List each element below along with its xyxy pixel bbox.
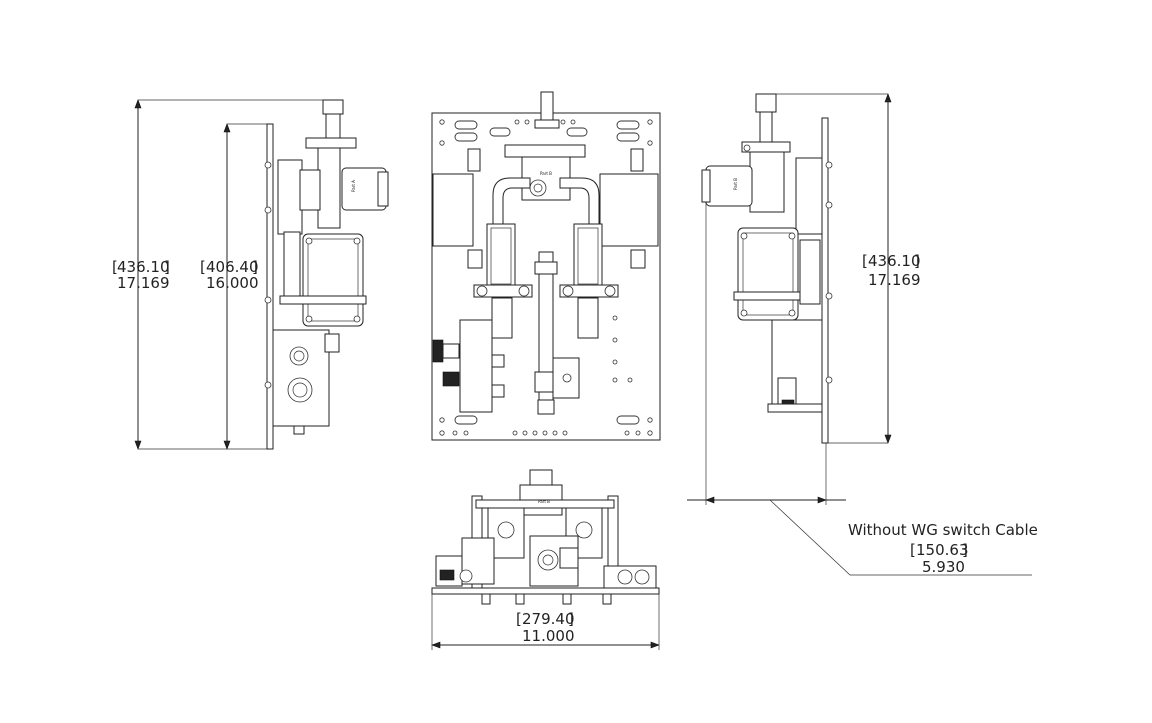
left-plate-imperial: 16.000 xyxy=(206,274,259,292)
right-depth-imperial: 5.930 xyxy=(922,558,965,576)
bottom-width-bracket-open: [ xyxy=(516,610,522,628)
right-overall-metric: 436.10 xyxy=(868,252,921,270)
right-depth-metric: 150.63 xyxy=(916,541,969,559)
front-view: Part B xyxy=(431,91,661,441)
left-overall-bracket-open: [ xyxy=(112,258,118,276)
bottom-width-metric: 279.40 xyxy=(522,610,575,628)
bottom-view-part-label: Part B xyxy=(538,499,550,504)
bottom-width-bracket-close: ] xyxy=(568,610,574,628)
left-overall-metric: 436.10 xyxy=(117,258,170,276)
right-overall-imperial: 17.169 xyxy=(868,271,921,289)
left-side-view: Part A 436.10 [ ] 17.169 406.40 [ ] 16.0… xyxy=(112,99,389,450)
left-view-part-label: Part A xyxy=(351,180,356,192)
front-plate-holes xyxy=(439,119,653,436)
left-plate-bracket-close: ] xyxy=(252,258,258,276)
right-overall-bracket-close: ] xyxy=(914,252,920,270)
front-view-part-label: Part B xyxy=(540,171,552,176)
right-side-view: Part B 436.10 [ ] 17.169 Without WG swit… xyxy=(687,93,1038,576)
right-depth-note: Without WG switch Cable xyxy=(848,521,1038,539)
left-overall-imperial: 17.169 xyxy=(117,274,170,292)
right-view-part-label: Part B xyxy=(733,178,738,190)
left-plate-bracket-open: [ xyxy=(200,258,206,276)
right-depth-bracket-close: ] xyxy=(962,541,968,559)
bottom-width-imperial: 11.000 xyxy=(522,627,575,645)
right-overall-bracket-open: [ xyxy=(862,252,868,270)
left-overall-bracket-close: ] xyxy=(164,258,170,276)
right-depth-bracket-open: [ xyxy=(910,541,916,559)
bottom-view: Part B 279.40 [ ] 11.000 xyxy=(431,469,660,650)
left-plate-metric: 406.40 xyxy=(206,258,259,276)
